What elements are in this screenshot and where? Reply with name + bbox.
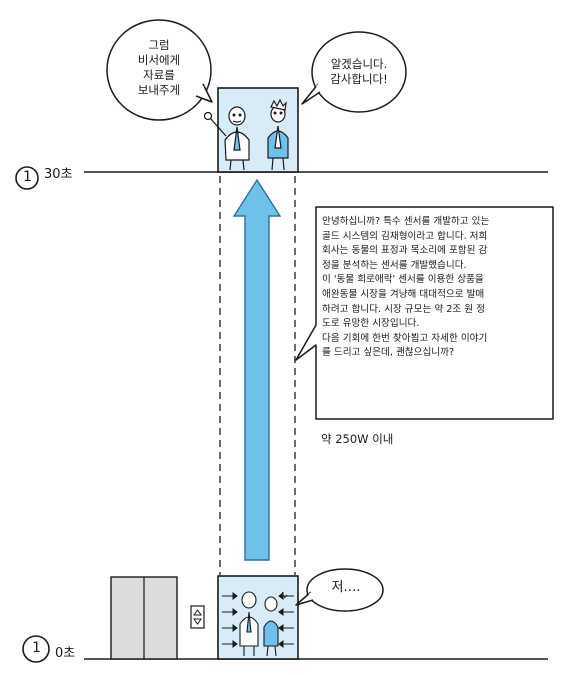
boss-bubble-text: 그럼 비서에게 자료를 보내주게	[112, 38, 206, 98]
reply-bubble-text: 알겠습니다. 감사합니다!	[318, 57, 400, 87]
boss-line: 보내주게	[137, 83, 181, 97]
up-arrow-icon	[232, 178, 282, 561]
pitch-speech-bubble	[295, 206, 554, 420]
pitch-line: 정을 분석하는 센서를 개발했습니다.	[322, 259, 467, 271]
elevator-up-down-icon	[190, 605, 205, 629]
boss-figure-bottom	[239, 591, 259, 656]
bottom-floor-time-label: 0초	[55, 646, 76, 661]
pitch-text: 안녕하십니까? 특수 센서를 개발하고 있는 골드 시스템의 김재형이라고 합니…	[322, 215, 550, 361]
hesitate-bubble-text: 저….	[331, 580, 361, 595]
boss-line: 그럼	[148, 38, 170, 52]
word-count-label: 약 250W 이내	[321, 432, 394, 446]
pitch-line: 도로 유망한 시장입니다.	[322, 318, 420, 330]
elevator-doors	[110, 576, 178, 660]
employee-figure	[267, 98, 289, 171]
reply-line: 감사합니다!	[330, 72, 388, 86]
top-elevator-car	[203, 87, 299, 173]
pitch-line: 회사는 동물의 표정과 목소리에 포함된 감	[322, 245, 488, 257]
pitch-line: 안녕하십니까? 특수 센서를 개발하고 있는	[322, 216, 490, 227]
pitch-line: 다음 기회에 한번 찾아뵙고 자세한 이야기	[322, 332, 488, 344]
top-floor-marker	[15, 166, 39, 190]
reply-speech-bubble	[301, 31, 407, 113]
pitch-line: 이 '동물 희로애락' 센서를 이용한 상품을	[322, 274, 484, 286]
boss-line: 비서에게	[137, 53, 181, 67]
pitch-line: 애완동물 시장을 겨냥해 대대적으로 발매	[322, 288, 485, 300]
bottom-floor-number: 1	[32, 640, 41, 656]
boss-speech-bubble	[106, 19, 213, 121]
reply-line: 알겠습니다.	[330, 57, 388, 71]
hesitate-speech-bubble	[295, 568, 384, 612]
boss-figure	[203, 106, 250, 171]
boss-line: 자료를	[143, 68, 175, 82]
employee-figure-bottom	[263, 591, 288, 657]
pitch-line: 하려고 합니다. 시장 규모는 약 2조 원 정	[322, 303, 485, 315]
top-floor-number: 1	[23, 169, 32, 185]
top-floor-time-label: 30초	[44, 167, 73, 182]
pitch-line: 를 드리고 싶은데, 괜찮으십니까?	[322, 347, 455, 359]
pitch-line: 골드 시스템의 김재형이라고 합니다. 저희	[322, 230, 488, 242]
bottom-elevator-car	[217, 575, 299, 660]
bottom-floor-marker	[22, 635, 50, 663]
